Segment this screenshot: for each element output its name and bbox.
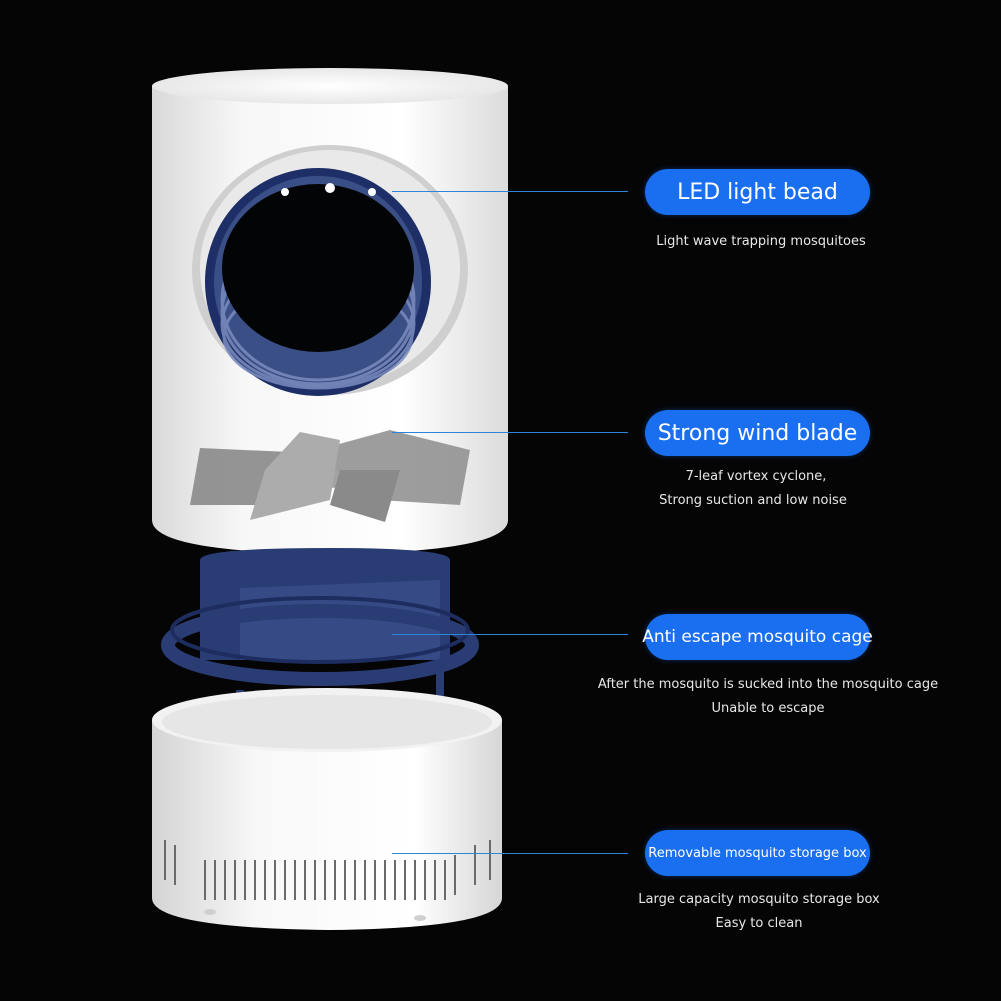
led-bead-icon xyxy=(281,188,289,196)
mosquito-cage-description-line2: Unable to escape xyxy=(711,701,825,716)
wind-blade-description-line2: Strong suction and low noise xyxy=(659,493,847,508)
led-bead-icon xyxy=(368,188,376,196)
led-window xyxy=(192,145,468,396)
led-light-bead-description: Light wave trapping mosquitoes xyxy=(656,234,866,249)
mosquito-cage-label: Anti escape mosquito cage xyxy=(642,614,873,660)
led-bead-icon xyxy=(325,183,335,193)
mosquito-cage-description-line1: After the mosquito is sucked into the mo… xyxy=(597,677,939,692)
storage-box-description-line1: Large capacity mosquito storage box xyxy=(638,892,880,907)
storage-base xyxy=(152,688,502,930)
storage-box-description-line2: Easy to clean xyxy=(715,916,803,931)
leader-line xyxy=(392,634,628,635)
storage-box-label: Removable mosquito storage box xyxy=(645,830,870,876)
wind-blade-description-line1: 7-leaf vortex cyclone, xyxy=(685,469,827,484)
leader-line xyxy=(392,853,628,854)
led-light-bead-label: LED light bead xyxy=(645,169,870,215)
fan-blade xyxy=(190,430,470,522)
leader-line xyxy=(392,432,628,433)
leader-line xyxy=(392,191,628,192)
wind-blade-label: Strong wind blade xyxy=(645,410,870,456)
